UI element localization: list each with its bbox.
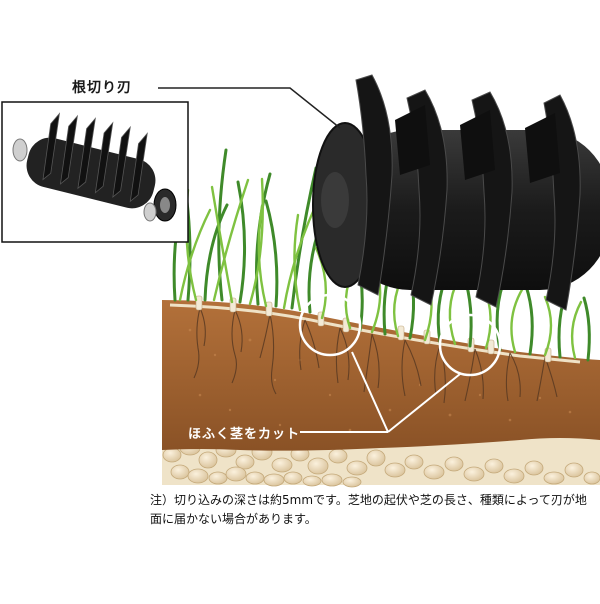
inset-box (1, 101, 189, 243)
soil-layer (162, 295, 600, 451)
blade-label: 根切り刃 (72, 80, 132, 96)
blade-leader-line (158, 87, 341, 129)
callout-circle-left (298, 293, 362, 357)
footnote-line-1: 注）切り込みの深さは約5mmです。芝地の起伏や芝の長さ、種類によって刃が地 (150, 493, 587, 507)
footnote: 注）切り込みの深さは約5mmです。芝地の起伏や芝の長さ、種類によって刃が地 面に… (150, 491, 590, 529)
callout-pointer-lines (300, 351, 461, 433)
roller-product-photo (12, 112, 177, 222)
blade-roller (312, 74, 600, 311)
footnote-line-2: 面に届かない場合があります。 (150, 512, 317, 526)
callout-circle-right (438, 313, 502, 377)
cut-stems-label: ほふく茎をカット (188, 427, 301, 442)
